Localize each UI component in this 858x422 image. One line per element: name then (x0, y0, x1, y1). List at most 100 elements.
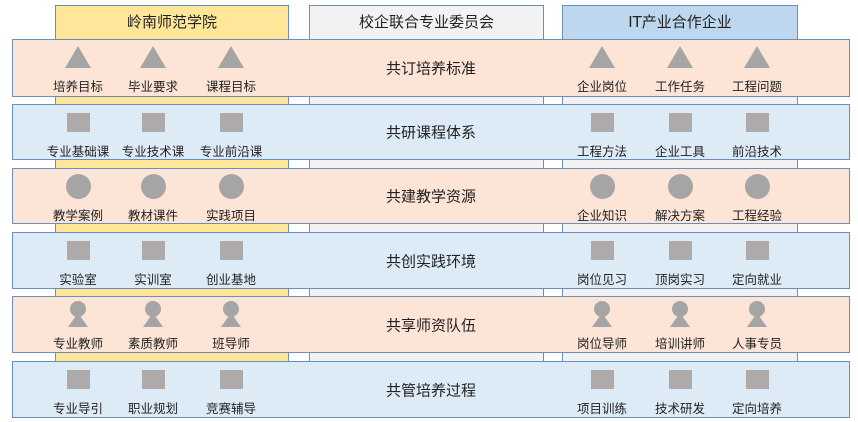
right-item: 解决方案 (635, 173, 725, 224)
square-icon (745, 369, 769, 389)
square-icon (66, 369, 90, 389)
triangle-icon (140, 46, 166, 68)
right-item: 技术研发 (635, 366, 725, 417)
triangle-icon (589, 46, 615, 68)
item-label: 素质教师 (127, 336, 178, 351)
square-icon (590, 240, 614, 260)
right-item: 岗位导师 (557, 301, 647, 352)
circle-icon (140, 173, 166, 199)
item-label: 教学案例 (52, 208, 103, 223)
triangle-icon (667, 46, 693, 68)
left-item: 教学案例 (33, 173, 123, 224)
square-icon (66, 112, 90, 132)
square-icon (668, 369, 692, 389)
right-item: 工程方法 (557, 109, 647, 160)
right-item: 工程问题 (712, 44, 802, 95)
left-item: 培养目标 (33, 44, 123, 95)
item-label: 顶岗实习 (654, 272, 705, 287)
item-label: 岗位导师 (576, 336, 627, 351)
square-icon (141, 112, 165, 132)
square-icon (66, 240, 90, 260)
item-label: 专业教师 (52, 336, 103, 351)
item-label: 实验室 (59, 272, 97, 287)
left-item: 专业前沿课 (186, 109, 276, 160)
item-label: 定向培养 (731, 401, 782, 416)
item-label: 竞赛辅导 (205, 401, 256, 416)
item-label: 人事专员 (731, 336, 782, 351)
left-item: 实训室 (108, 237, 198, 288)
item-label: 专业导引 (52, 401, 103, 416)
item-label: 岗位见习 (576, 272, 627, 287)
item-label: 教材课件 (127, 208, 178, 223)
left-item: 班导师 (186, 301, 276, 352)
item-label: 企业岗位 (576, 79, 627, 94)
square-icon (219, 240, 243, 260)
right-item: 工程经验 (712, 173, 802, 224)
left-item: 专业基础课 (33, 109, 123, 160)
square-icon (219, 112, 243, 132)
right-item: 企业岗位 (557, 44, 647, 95)
left-item: 实验室 (33, 237, 123, 288)
circle-icon (218, 173, 244, 199)
left-item: 专业技术课 (108, 109, 198, 160)
item-label: 前沿技术 (731, 144, 782, 159)
right-item: 工作任务 (635, 44, 725, 95)
circle-icon (589, 173, 615, 199)
right-item: 定向就业 (712, 237, 802, 288)
person-icon (66, 301, 90, 327)
left-item: 专业教师 (33, 301, 123, 352)
row-6: 共管培养过程专业导引职业规划竞赛辅导项目训练技术研发定向培养 (12, 361, 850, 418)
item-label: 企业工具 (654, 144, 705, 159)
person-icon (219, 301, 243, 327)
right-item: 项目训练 (557, 366, 647, 417)
item-label: 培养目标 (52, 79, 103, 94)
row-3: 共建教学资源教学案例教材课件实践项目企业知识解决方案工程经验 (12, 168, 850, 224)
item-label: 企业知识 (576, 208, 627, 223)
person-icon (590, 301, 614, 327)
item-label: 定向就业 (731, 272, 782, 287)
item-label: 专业基础课 (46, 144, 110, 159)
right-item: 定向培养 (712, 366, 802, 417)
item-label: 实践项目 (205, 208, 256, 223)
square-icon (745, 240, 769, 260)
square-icon (590, 112, 614, 132)
column-header: 校企联合专业委员会 (310, 6, 543, 40)
circle-icon (65, 173, 91, 199)
left-item: 教材课件 (108, 173, 198, 224)
square-icon (141, 240, 165, 260)
item-label: 班导师 (212, 336, 250, 351)
circle-icon (744, 173, 770, 199)
item-label: 解决方案 (654, 208, 705, 223)
item-label: 工作任务 (654, 79, 705, 94)
person-icon (668, 301, 692, 327)
right-item: 岗位见习 (557, 237, 647, 288)
left-item: 专业导引 (33, 366, 123, 417)
row-1: 共订培养标准培养目标毕业要求课程目标企业岗位工作任务工程问题 (12, 39, 850, 97)
item-label: 实训室 (134, 272, 172, 287)
left-item: 竞赛辅导 (186, 366, 276, 417)
triangle-icon (65, 46, 91, 68)
item-label: 课程目标 (205, 79, 256, 94)
circle-icon (667, 173, 693, 199)
right-item: 前沿技术 (712, 109, 802, 160)
right-item: 人事专员 (712, 301, 802, 352)
item-label: 培训讲师 (654, 336, 705, 351)
left-item: 职业规划 (108, 366, 198, 417)
item-label: 工程方法 (576, 144, 627, 159)
square-icon (219, 369, 243, 389)
person-icon (745, 301, 769, 327)
item-label: 专业前沿课 (199, 144, 263, 159)
column-header: IT产业合作企业 (563, 6, 797, 40)
square-icon (668, 240, 692, 260)
item-label: 工程问题 (731, 79, 782, 94)
person-icon (141, 301, 165, 327)
item-label: 项目训练 (576, 401, 627, 416)
left-item: 实践项目 (186, 173, 276, 224)
item-label: 创业基地 (205, 272, 256, 287)
left-item: 创业基地 (186, 237, 276, 288)
square-icon (668, 112, 692, 132)
right-item: 培训讲师 (635, 301, 725, 352)
item-label: 技术研发 (654, 401, 705, 416)
right-item: 顶岗实习 (635, 237, 725, 288)
triangle-icon (744, 46, 770, 68)
